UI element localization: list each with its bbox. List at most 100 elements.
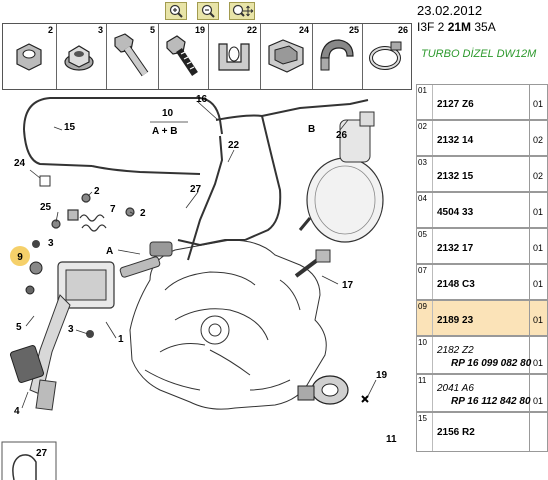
row-number: 04 [418, 194, 427, 203]
callout-15[interactable]: 15 [64, 122, 76, 133]
row-number: 10 [418, 338, 427, 347]
quantity: 01 [533, 279, 544, 289]
callout-27-upper[interactable]: 27 [190, 184, 202, 195]
quantity: 01 [533, 315, 544, 325]
callout-5[interactable]: 5 [16, 322, 22, 333]
thumbnail-2[interactable]: 2 [3, 24, 57, 89]
parts-diagram: 9 1 2 2 3 3 4 5 7 10 A + B 11 15 16 17 1… [1, 94, 397, 480]
parts-row[interactable]: 05 2132 17 01 [416, 228, 548, 264]
part-number[interactable]: 2148 C3 [437, 279, 475, 290]
callout-10[interactable]: 10 [162, 108, 174, 119]
ref-suffix: 35A [471, 20, 496, 34]
thumbnail-25[interactable]: 25 [313, 24, 363, 89]
gearbox-housing [129, 239, 327, 410]
callout-26[interactable]: 26 [336, 130, 348, 141]
clutch-master-cylinder [119, 241, 173, 278]
return-springs [51, 193, 135, 232]
actuator-rod [294, 249, 331, 278]
part-number[interactable]: 2041 A6 [437, 383, 474, 394]
callout-24[interactable]: 24 [14, 158, 26, 169]
callout-3-lower[interactable]: 3 [68, 324, 74, 335]
part-number[interactable]: 2132 15 [437, 171, 474, 182]
row-separator [432, 301, 433, 335]
hose-piece-icon [12, 454, 37, 480]
ref-bold: 21M [447, 20, 472, 34]
callout-3-upper[interactable]: 3 [48, 238, 54, 249]
part-number[interactable]: 2132 17 [437, 243, 474, 254]
thumbnail-26[interactable]: 26 [363, 24, 411, 89]
bracket-marker [39, 175, 51, 187]
zoom-pan-icon [232, 4, 254, 17]
part-number[interactable]: 2189 23 [437, 315, 474, 326]
reference-number[interactable]: RP 16 112 842 80 [451, 396, 531, 407]
thumbnail-22[interactable]: 22 [209, 24, 261, 89]
ref-prefix: I3F 2 [417, 20, 448, 34]
callout-19[interactable]: 19 [376, 370, 388, 381]
row-number: 05 [418, 230, 427, 239]
row-divider [529, 413, 530, 451]
hose-clamp-icon [369, 41, 402, 70]
part-number[interactable]: 2132 14 [437, 135, 474, 146]
zoom-out-icon [201, 4, 215, 18]
quantity: 01 [533, 243, 544, 253]
callout-11[interactable]: 11 [386, 434, 397, 445]
parts-list-panel: 23.02.2012 I3F 2 21M 35A TURBO DİZEL DW1… [413, 0, 548, 480]
callout-25[interactable]: 25 [40, 202, 52, 213]
zoom-out-button[interactable] [197, 2, 219, 20]
nut-icon [16, 43, 42, 71]
row-divider [529, 157, 530, 191]
callout-1[interactable]: 1 [118, 334, 124, 345]
thumbnail-24[interactable]: 24 [261, 24, 313, 89]
thumbnail-19[interactable]: 19 [159, 24, 209, 89]
thumbnail-3[interactable]: 3 [57, 24, 107, 89]
zoom-pan-button[interactable] [229, 2, 255, 20]
zoom-in-button[interactable] [165, 2, 187, 20]
part-number[interactable]: 2156 R2 [437, 427, 475, 438]
callout-22[interactable]: 22 [228, 140, 240, 151]
quantity: 02 [533, 171, 544, 181]
row-divider [529, 375, 530, 411]
quantity: 02 [533, 135, 544, 145]
diagram-reference: I3F 2 21M 35A [417, 20, 496, 34]
washer-nut-icon [64, 45, 94, 71]
brake-booster [298, 111, 384, 243]
row-separator [432, 193, 433, 227]
callout-9[interactable]: 9 [17, 252, 23, 263]
screw-icon [166, 35, 198, 76]
leader-lines [21, 101, 377, 409]
row-separator [432, 265, 433, 299]
row-number: 11 [418, 376, 427, 385]
part-number[interactable]: 4504 33 [437, 207, 474, 218]
callout-4[interactable]: 4 [14, 406, 20, 417]
callout-2-upper[interactable]: 2 [94, 186, 100, 197]
callout-a[interactable]: A [106, 246, 113, 257]
callout-17[interactable]: 17 [342, 280, 354, 291]
thumbnail-number: 2 [47, 25, 53, 35]
row-separator [432, 229, 433, 263]
row-divider [529, 85, 530, 119]
part-number[interactable]: 2127 Z6 [437, 99, 474, 110]
callout-7[interactable]: 7 [110, 204, 116, 215]
zoom-in-icon [169, 4, 183, 18]
reference-number[interactable]: RP 16 099 082 80 [451, 358, 532, 369]
callout-27-lower[interactable]: 27 [36, 448, 48, 459]
thumbnail-5[interactable]: 5 [107, 24, 159, 89]
thumbnail-number: 25 [348, 25, 359, 35]
quantity: 01 [533, 358, 544, 368]
release-bearing [297, 375, 349, 405]
clip-icon [218, 43, 250, 71]
part-number[interactable]: 2182 Z2 [437, 345, 474, 356]
callout-2-lower[interactable]: 2 [140, 208, 146, 219]
callout-16[interactable]: 16 [196, 94, 208, 105]
callout-a-plus-b[interactable]: A + B [152, 126, 177, 137]
callout-b[interactable]: B [308, 124, 315, 135]
